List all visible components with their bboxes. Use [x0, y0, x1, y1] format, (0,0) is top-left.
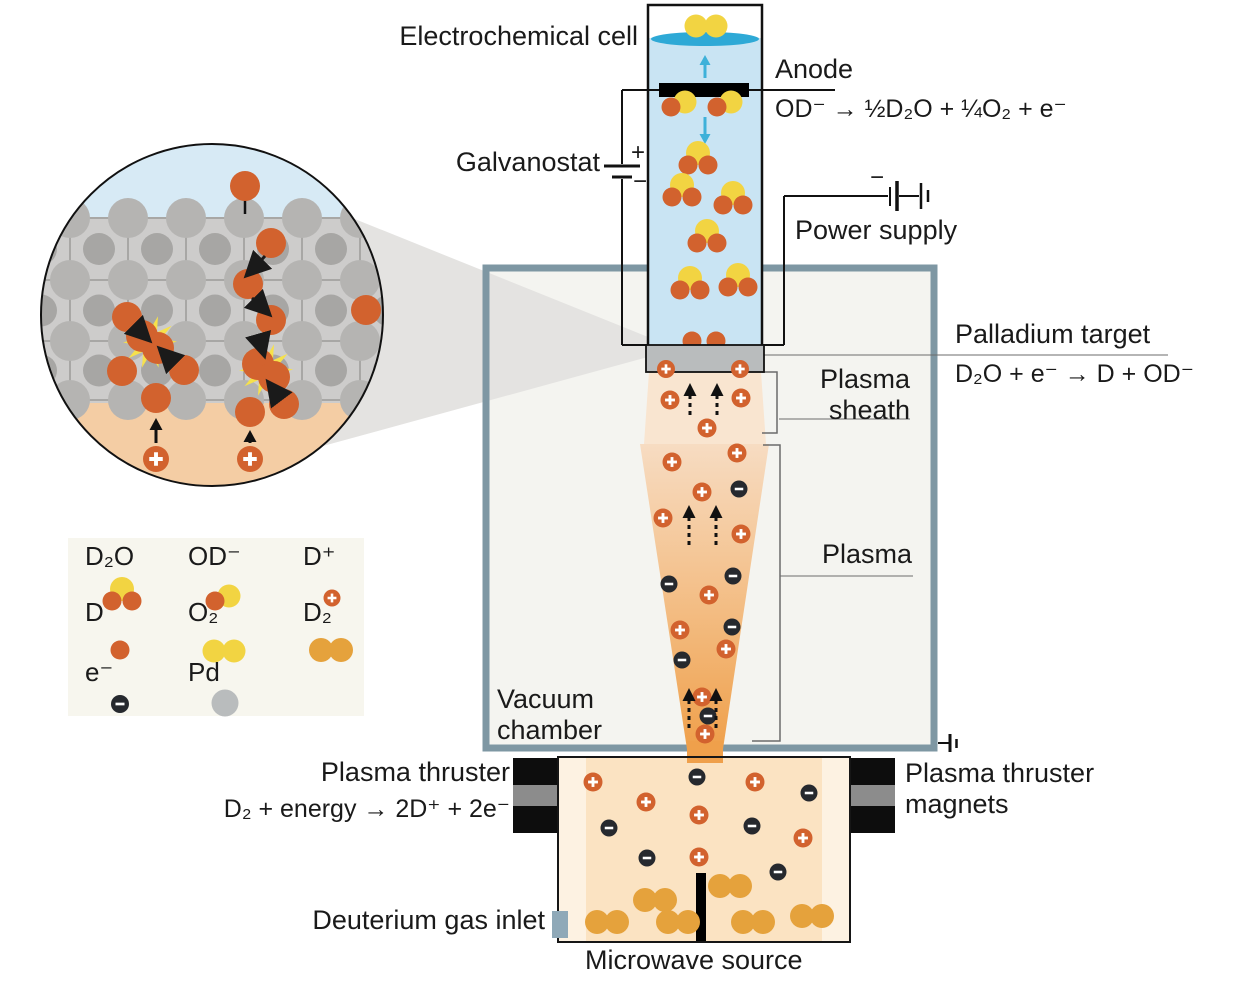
cell-tube-outline: [646, 3, 764, 350]
inset-incident-ions: [143, 446, 263, 472]
oxygen-molecule-icon: [202, 639, 246, 663]
d2o-molecule-icon: [102, 577, 142, 611]
thruster-outline: [557, 756, 851, 943]
plume-particles: [653, 383, 751, 744]
thruster-particles: [583, 768, 834, 934]
chamber-ground-icon: [938, 734, 958, 752]
microwave-antenna: [696, 873, 706, 941]
legend-box: [68, 538, 364, 716]
power-supply-battery-icon: [889, 181, 930, 211]
vacuum-chamber: [290, 205, 938, 752]
plasma-sheath-region: [644, 372, 766, 444]
electron-icon: [111, 695, 129, 713]
thruster-magnets: [513, 758, 895, 833]
inset-plasma-band: [41, 403, 383, 486]
palladium-atom-icon: [211, 689, 239, 717]
lattice-inset-magnifier: [40, 143, 384, 487]
deuterium-atom-icon: [110, 640, 130, 660]
od-ion-icon: [205, 584, 241, 611]
meniscus: [651, 32, 759, 46]
magnifier-beam: [290, 205, 648, 455]
electrochemical-cell: [645, 3, 765, 373]
deuterium-molecule-icon: [309, 638, 353, 662]
deuteron-icon: [323, 589, 341, 607]
galvanostat-battery-icon: [604, 164, 640, 179]
gas-inlet-port: [552, 911, 568, 938]
legend: [68, 538, 364, 717]
inset-circle-outline: [40, 143, 384, 487]
sputtered-ions: [657, 360, 749, 378]
inset-electrolyte-band: [41, 144, 383, 218]
brackets-and-leaders: [752, 354, 1168, 742]
